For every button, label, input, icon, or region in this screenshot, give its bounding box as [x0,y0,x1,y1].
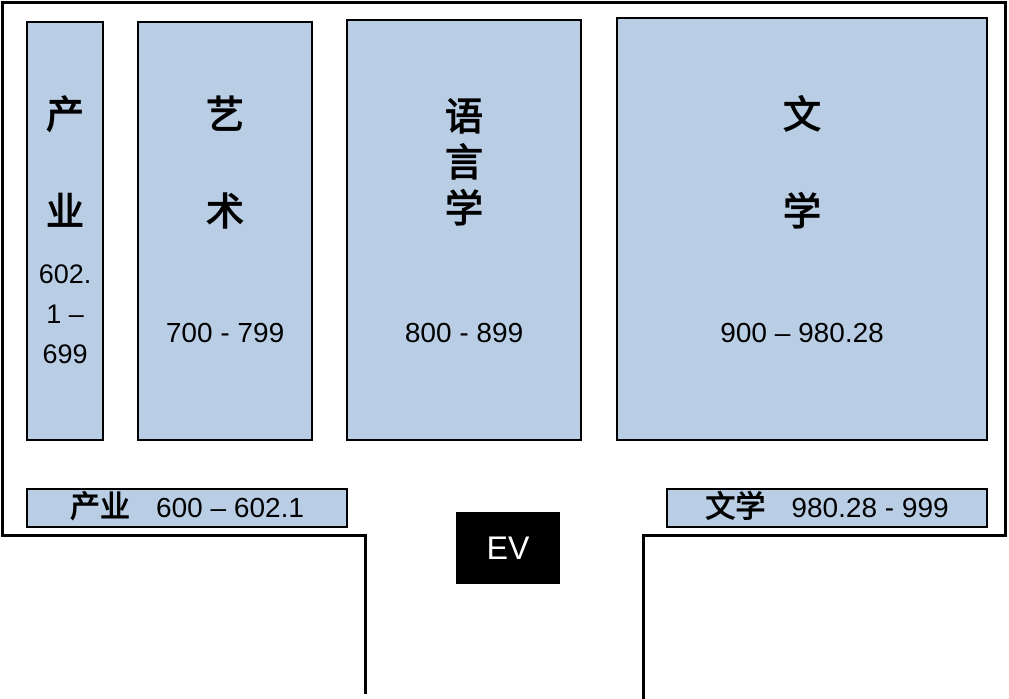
shelf-label-char: 学 [444,187,483,231]
shelf-label-char: 艺 [205,93,244,137]
shelf-label: 文学 [705,490,766,525]
shelf-range: 800 - 899 [404,317,524,348]
shelf-range: 900 – 980.28 [720,317,884,348]
corridor-wall-right [642,534,645,699]
elevator-block[interactable]: EV [456,512,560,584]
shelf-industry-bottom[interactable]: 产业 600 – 602.1 [26,488,348,528]
shelf-linguistics[interactable]: 语 言 学 800 - 899 [346,19,582,441]
shelf-literature[interactable]: 文 学 900 – 980.28 [616,17,988,441]
room-wall-bottom-right [642,534,1007,537]
shelf-range-line: 699 [42,339,88,369]
corridor-wall-left [364,534,367,694]
room-wall-left [1,1,4,537]
room-wall-right [1004,1,1007,537]
shelf-range: 700 - 799 [165,317,285,348]
shelf-label: 产业 [70,490,131,525]
shelf-range-line: 1 – [46,299,84,329]
shelf-range: 600 – 602.1 [156,492,304,523]
room-wall-bottom-left [1,534,367,537]
room-wall-top [1,1,1007,4]
shelf-range: 980.28 - 999 [791,492,949,523]
shelf-label-char: 术 [205,190,244,234]
shelf-range: 602. 1 – 699 [28,254,102,374]
shelf-label-char: 文 [782,93,821,137]
shelf-label-char: 产 [45,93,84,137]
shelf-industry-vertical[interactable]: 产 业 602. 1 – 699 [26,21,104,441]
shelf-art[interactable]: 艺 术 700 - 799 [137,21,313,441]
shelf-range-line: 602. [38,259,92,289]
shelf-label-char: 业 [45,190,84,234]
shelf-label-char: 学 [782,190,821,234]
shelf-label-char: 语 [444,95,483,139]
shelf-literature-bottom[interactable]: 文学 980.28 - 999 [666,488,988,528]
shelf-label-char: 言 [444,141,483,185]
elevator-label: EV [486,529,530,566]
